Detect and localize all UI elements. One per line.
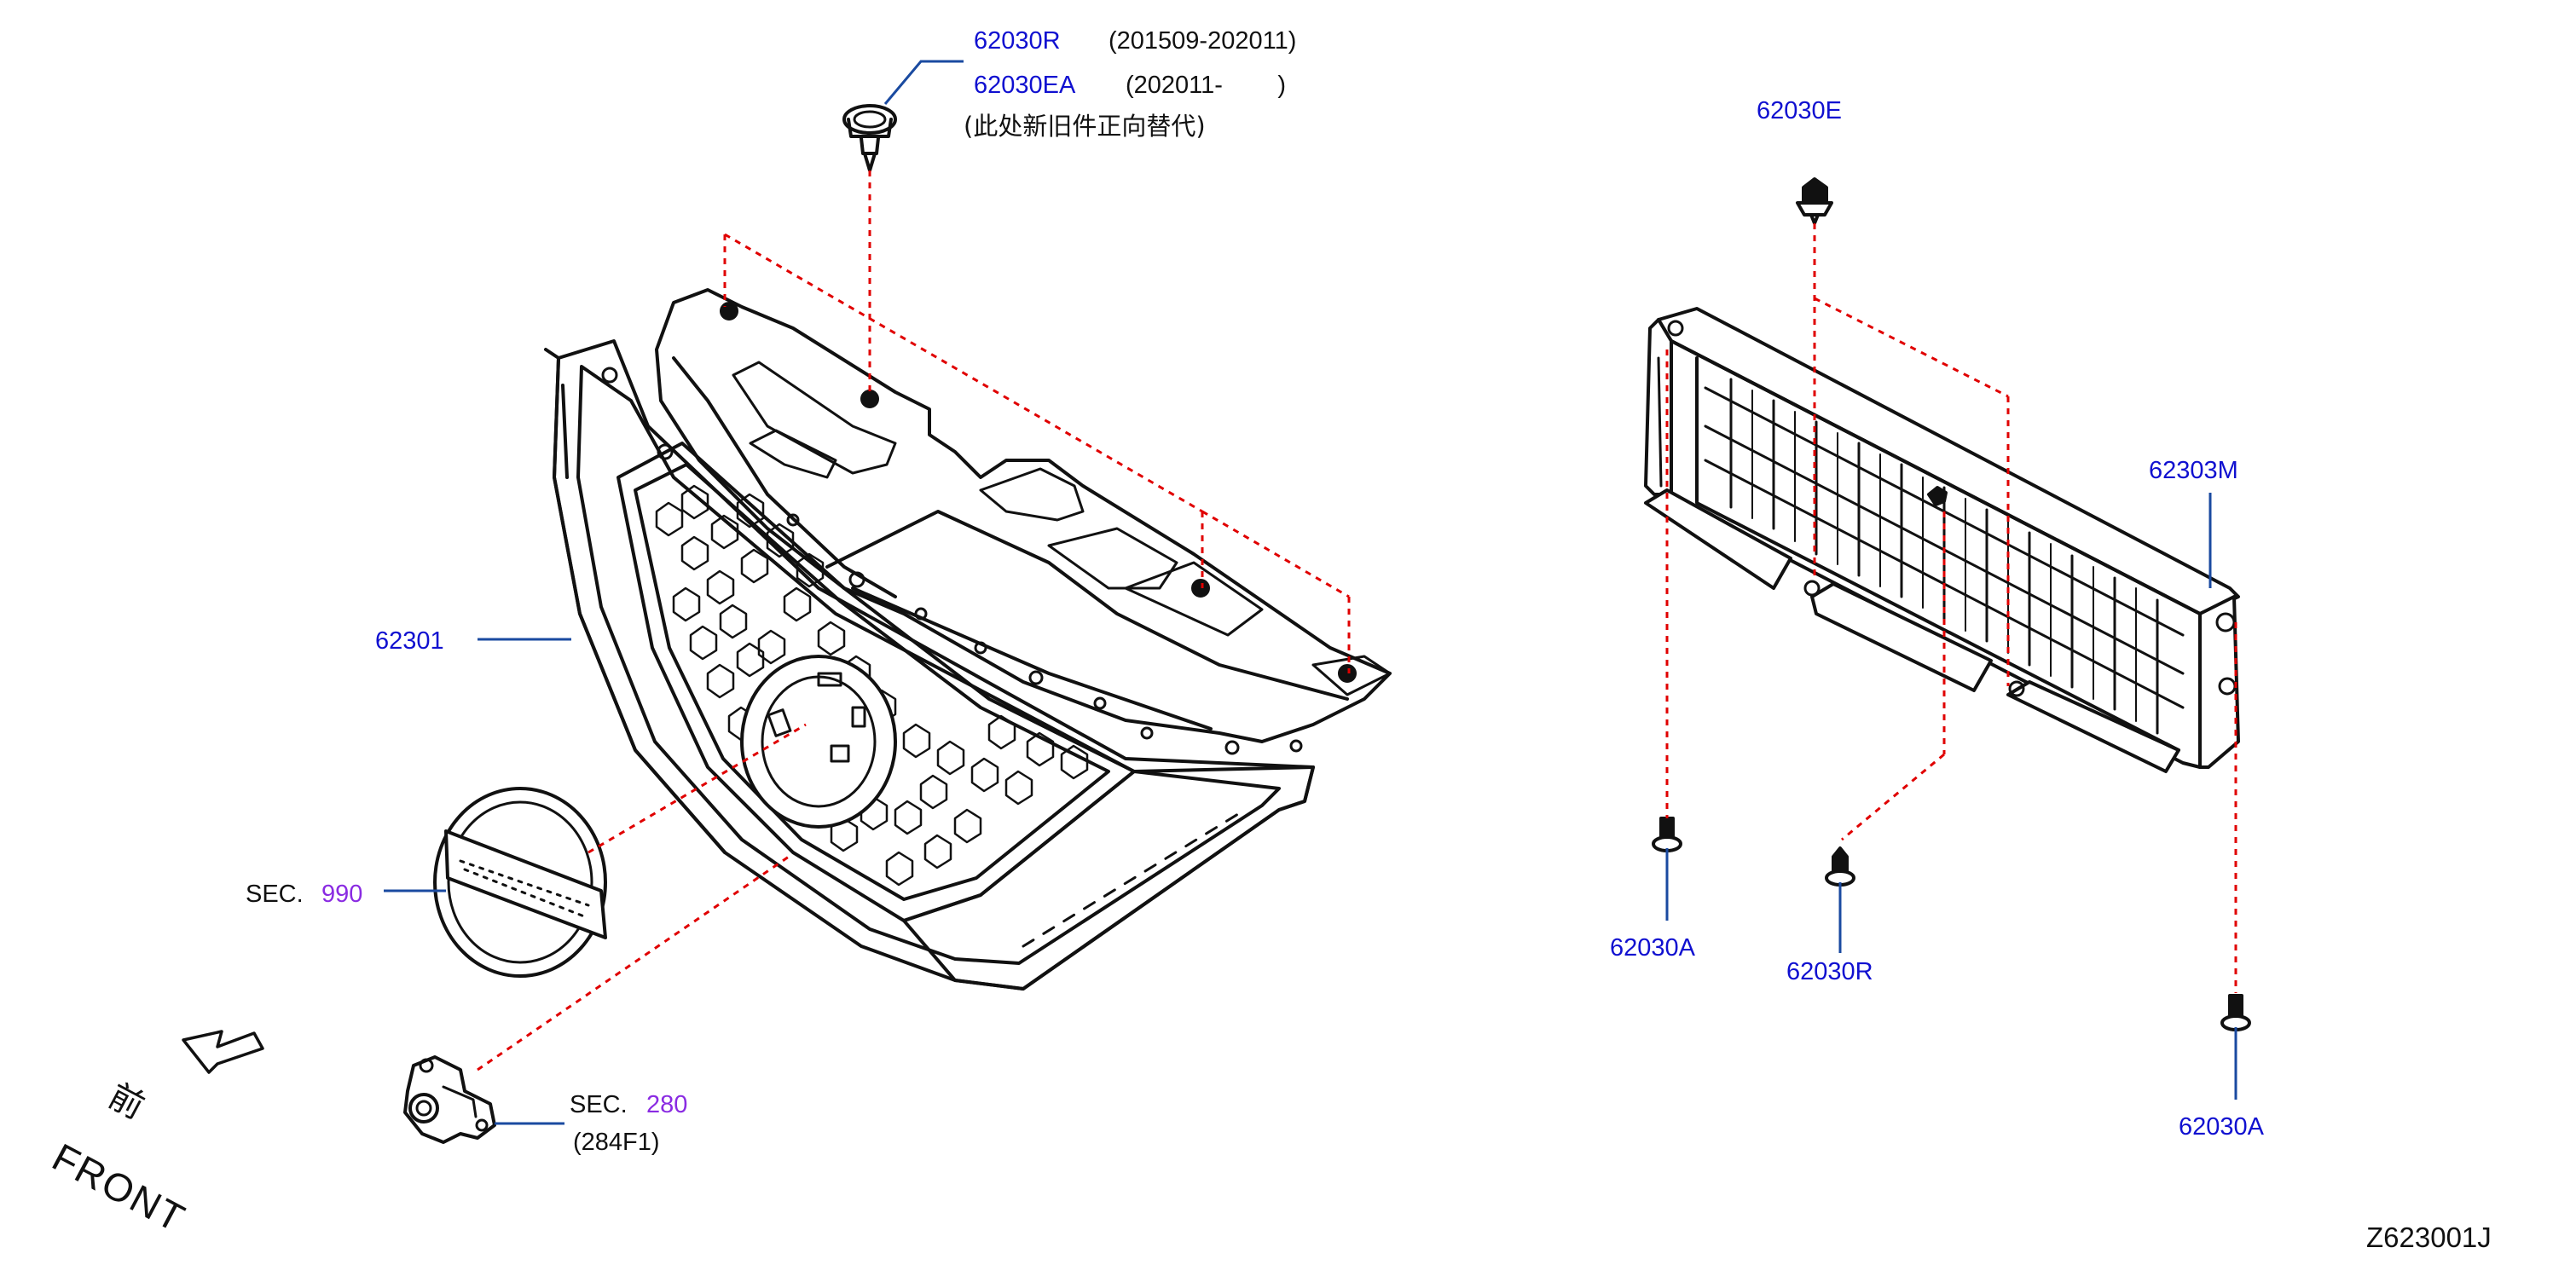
grille-assembly[interactable]	[544, 288, 1392, 991]
label-camera-sec-280[interactable]: 280	[646, 1091, 688, 1118]
emblem-part[interactable]	[433, 787, 607, 978]
label-clip-62030e[interactable]: 62030E	[1757, 97, 1842, 124]
top-clip[interactable]	[842, 104, 897, 172]
air-shutter-assembly[interactable]	[1644, 307, 2240, 773]
screw-right[interactable]	[2220, 994, 2251, 1031]
camera-part[interactable]	[403, 1055, 496, 1144]
label-emblem-sec-990[interactable]: 990	[321, 881, 363, 908]
label-clip-top-62030ea[interactable]: 62030EA	[974, 72, 1076, 99]
label-screw-right-62030a[interactable]: 62030A	[2179, 1113, 2264, 1141]
clip-e[interactable]	[1796, 177, 1833, 225]
label-clip-top-62030r[interactable]: 62030R	[974, 27, 1061, 55]
diagram-code: Z623001J	[2366, 1222, 2492, 1253]
assembly-lines	[477, 170, 2237, 1071]
label-screw-left-62030a[interactable]: 62030A	[1610, 934, 1695, 962]
label-clip-note: (此处新旧件正向替代)	[964, 112, 1206, 141]
leader-lines	[384, 60, 2237, 1125]
label-clip-bottom-62030r[interactable]: 62030R	[1786, 958, 1873, 985]
clip-bottom[interactable]	[1825, 846, 1855, 887]
label-shutter-62303m[interactable]: 62303M	[2149, 457, 2238, 484]
label-clip-top-62030ea-range: (202011- )	[1126, 72, 1287, 99]
front-arrow-icon	[182, 1030, 264, 1074]
label-grille-62301[interactable]: 62301	[375, 627, 444, 655]
label-camera-sec-prefix: SEC.	[570, 1091, 628, 1118]
label-emblem-sec-prefix: SEC.	[246, 881, 304, 908]
label-camera-part-284f1: (284F1)	[573, 1129, 660, 1156]
label-clip-top-62030r-range: (201509-202011)	[1109, 27, 1297, 55]
screw-left[interactable]	[1652, 817, 1682, 852]
